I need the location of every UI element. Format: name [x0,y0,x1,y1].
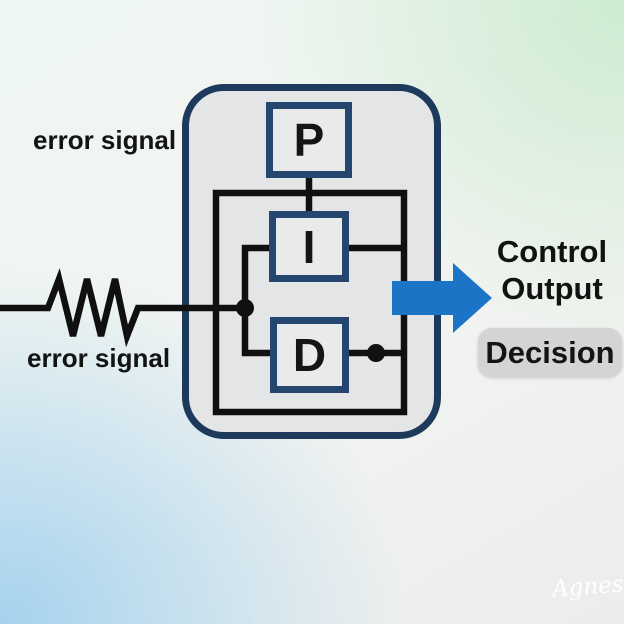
block-derivative: D [270,317,349,393]
decision-badge: Decision [478,328,622,377]
watermark-signature: Agnes [551,571,624,603]
control-output-line2: Output [501,271,603,306]
control-output-label: Control Output [478,233,624,307]
block-d-label: D [292,329,327,381]
block-proportional: P [266,102,352,178]
error-signal-label-top: error signal [33,125,177,155]
control-output-line1: Control [496,234,608,269]
block-i-label: I [302,220,316,273]
decision-badge-label: Decision [485,334,615,370]
block-integral: I [269,211,349,282]
block-p-label: P [293,114,325,166]
error-signal-label-bottom: error signal [27,343,171,373]
